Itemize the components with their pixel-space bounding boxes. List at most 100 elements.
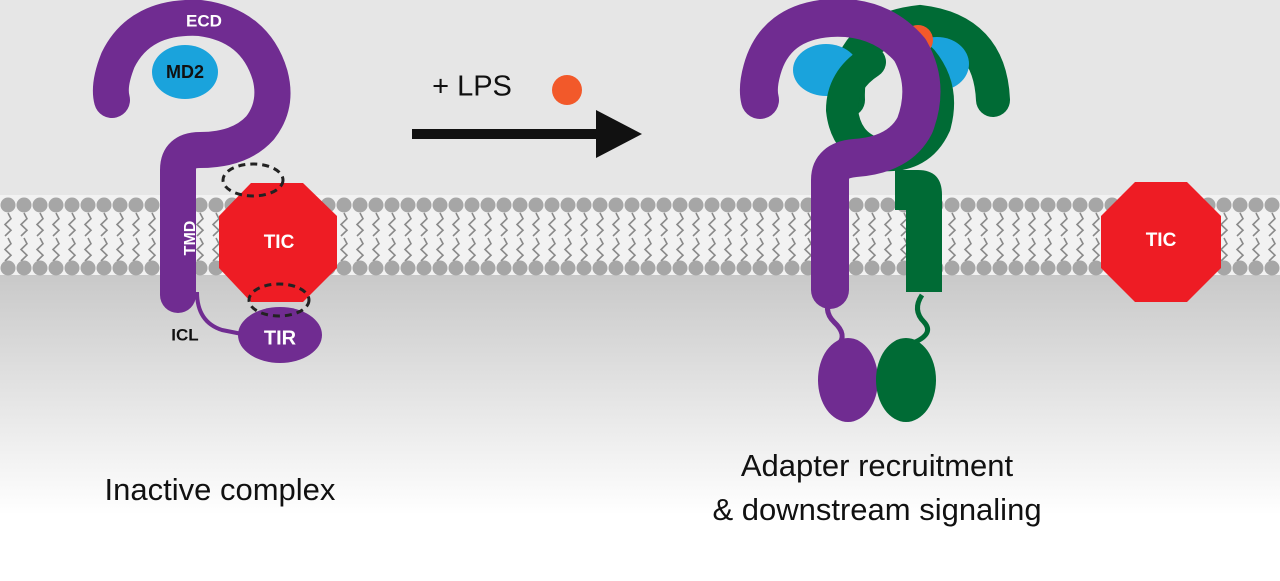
lipid-tail — [51, 237, 61, 262]
lipid-tail — [867, 237, 877, 262]
purple-linker — [825, 293, 845, 347]
lipid-tail — [947, 212, 957, 237]
lipid-head — [112, 197, 128, 213]
cytoplasm-region — [0, 275, 1280, 515]
lipid-head — [496, 197, 512, 213]
lipid-head — [784, 260, 800, 276]
lipid-head — [1008, 197, 1024, 213]
lipid-head — [144, 197, 160, 213]
lipid-tail — [211, 212, 221, 237]
lipid-head — [960, 197, 976, 213]
lipid-tail — [531, 212, 541, 237]
lipid-tail — [211, 237, 221, 262]
ecd-label: ECD — [186, 11, 222, 30]
lipid-head — [656, 260, 672, 276]
lipid-head — [64, 260, 80, 276]
lipid-tail — [995, 212, 1005, 237]
lipid-tail — [483, 212, 493, 237]
lipid-tail — [3, 237, 13, 262]
lipid-head — [560, 197, 576, 213]
lipid-tail — [1235, 237, 1245, 262]
lipid-tail — [371, 237, 381, 262]
lipid-tail — [339, 237, 349, 262]
lipid-head — [0, 260, 16, 276]
lipid-head — [976, 197, 992, 213]
lipid-tail — [739, 212, 749, 237]
lipid-tail — [1235, 212, 1245, 237]
lipid-tail — [787, 212, 797, 237]
lipid-head — [544, 197, 560, 213]
lipid-head — [784, 197, 800, 213]
lipid-tail — [195, 237, 205, 262]
lipid-head — [496, 260, 512, 276]
lipid-head — [736, 260, 752, 276]
lipid-head — [192, 260, 208, 276]
lipid-tail — [867, 212, 877, 237]
lipid-tail — [851, 212, 861, 237]
lipid-head — [848, 260, 864, 276]
lipid-head — [1056, 197, 1072, 213]
lipid-head — [128, 197, 144, 213]
md2-label: MD2 — [166, 62, 204, 82]
free-tic: TIC — [1101, 182, 1221, 302]
lipid-head — [1216, 197, 1232, 213]
contact-site-upper — [221, 162, 285, 198]
lipid-tail — [1075, 212, 1085, 237]
lipid-tail — [739, 237, 749, 262]
lipid-tail — [1027, 212, 1037, 237]
lipid-tail — [1075, 237, 1085, 262]
lipid-tail — [851, 237, 861, 262]
lipid-tail — [675, 237, 685, 262]
lipid-head — [480, 197, 496, 213]
icl-linker — [195, 291, 243, 336]
lipid-tail — [1091, 237, 1101, 262]
inactive-complex: MD2 ECD TMD ICL TIR TIC — [92, 0, 337, 363]
lipid-tail — [35, 212, 45, 237]
lipid-head — [96, 260, 112, 276]
lipid-tail — [611, 212, 621, 237]
lipid-head — [624, 260, 640, 276]
lipid-tail — [387, 212, 397, 237]
green-stalk — [895, 170, 942, 292]
lps-label: + LPS — [432, 71, 512, 103]
lipid-head — [656, 197, 672, 213]
lipid-tail — [403, 237, 413, 262]
lipid-tail — [147, 212, 157, 237]
lipid-head — [640, 260, 656, 276]
lipid-tail — [339, 212, 349, 237]
lipid-head — [80, 197, 96, 213]
active-dimer — [739, 0, 1010, 422]
lipid-tail — [387, 237, 397, 262]
lipid-tail — [499, 212, 509, 237]
lipid-tail — [1267, 237, 1277, 262]
tir-domain — [238, 307, 322, 363]
lipid-head — [1088, 197, 1104, 213]
lipid-head — [848, 197, 864, 213]
lipid-head — [752, 197, 768, 213]
lipid-tail — [499, 237, 509, 262]
lipid-tail — [131, 237, 141, 262]
activation-arrow-head — [596, 110, 642, 158]
caption-inactive-complex: Inactive complex — [105, 472, 336, 507]
lipid-head — [880, 197, 896, 213]
lipid-tail — [947, 237, 957, 262]
lipid-head — [576, 197, 592, 213]
lipid-head — [688, 260, 704, 276]
lipid-tail — [467, 237, 477, 262]
lipid-head — [528, 260, 544, 276]
lipid-tail — [195, 212, 205, 237]
lipid-tail — [115, 237, 125, 262]
lipid-head — [1232, 197, 1248, 213]
lipid-tail — [531, 237, 541, 262]
lipid-tail — [579, 212, 589, 237]
lipid-tail — [451, 212, 461, 237]
lipid-head — [368, 260, 384, 276]
lipid-tail — [771, 237, 781, 262]
lipid-tail — [1251, 237, 1261, 262]
tic-octagon-free — [1101, 182, 1221, 302]
lipid-head — [720, 197, 736, 213]
lipid-head — [672, 197, 688, 213]
lipid-tail — [67, 212, 77, 237]
lipid-head — [1024, 197, 1040, 213]
lipid-tail — [131, 212, 141, 237]
